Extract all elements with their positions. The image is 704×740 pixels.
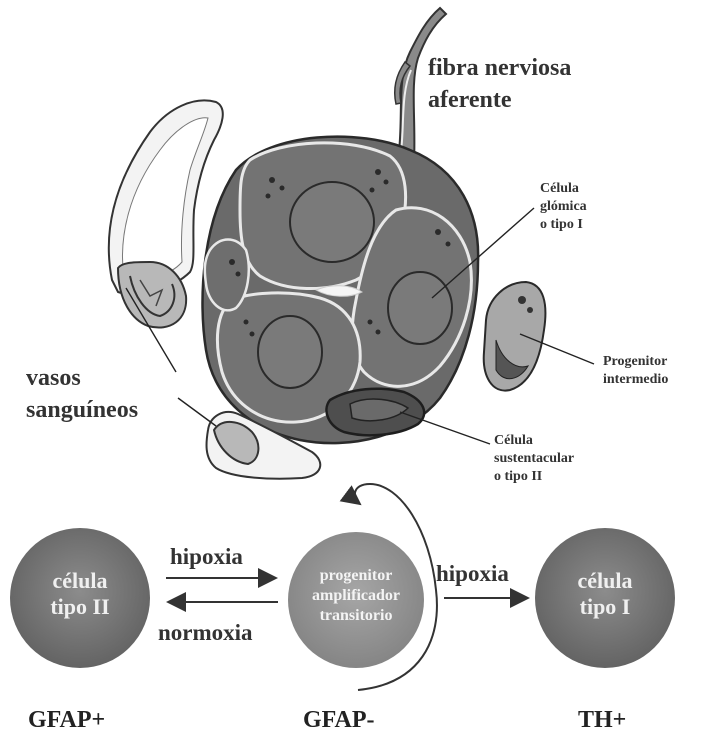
circle-type-i-line1: célula xyxy=(545,568,665,594)
circle-type-ii-line1: célula xyxy=(20,568,140,594)
circle-progenitor-line1: progenitor xyxy=(288,566,424,586)
label-glomus-1: Célula xyxy=(540,180,579,197)
circle-type-ii-text: célula tipo II xyxy=(20,568,140,620)
marker-th-plus: TH+ xyxy=(578,708,626,732)
circle-type-ii-line2: tipo II xyxy=(20,594,140,620)
marker-gfap-minus: GFAP- xyxy=(303,708,375,732)
label-hypoxia-1: hipoxia xyxy=(170,545,243,568)
label-glomus-3: o tipo I xyxy=(540,216,583,233)
circle-type-i-line2: tipo I xyxy=(545,594,665,620)
circle-progenitor-text: progenitor amplificador transitorio xyxy=(288,566,424,626)
marker-gfap-plus: GFAP+ xyxy=(28,708,105,732)
label-vessels-1: vasos xyxy=(26,366,81,390)
label-glomus-2: glómica xyxy=(540,198,587,215)
circle-type-i-text: célula tipo I xyxy=(545,568,665,620)
circle-progenitor-line3: transitorio xyxy=(288,606,424,626)
label-sustentacular-1: Célula xyxy=(494,432,533,449)
label-afferent-fiber-1: fibra nerviosa xyxy=(428,56,571,80)
label-sustentacular-3: o tipo II xyxy=(494,468,542,485)
glomus-cluster xyxy=(202,137,478,444)
label-progenitor-intermediate-2: intermedio xyxy=(603,371,668,388)
progenitor-intermediate-cell xyxy=(484,282,546,391)
afferent-nerve-fiber xyxy=(395,8,446,162)
label-sustentacular-2: sustentacular xyxy=(494,450,574,467)
label-hypoxia-2: hipoxia xyxy=(436,562,509,585)
label-afferent-fiber-2: aferente xyxy=(428,88,512,112)
label-normoxia: normoxia xyxy=(158,621,253,644)
label-progenitor-intermediate-1: Progenitor xyxy=(603,353,667,370)
label-vessels-2: sanguíneos xyxy=(26,398,138,422)
circle-progenitor-line2: amplificador xyxy=(288,586,424,606)
